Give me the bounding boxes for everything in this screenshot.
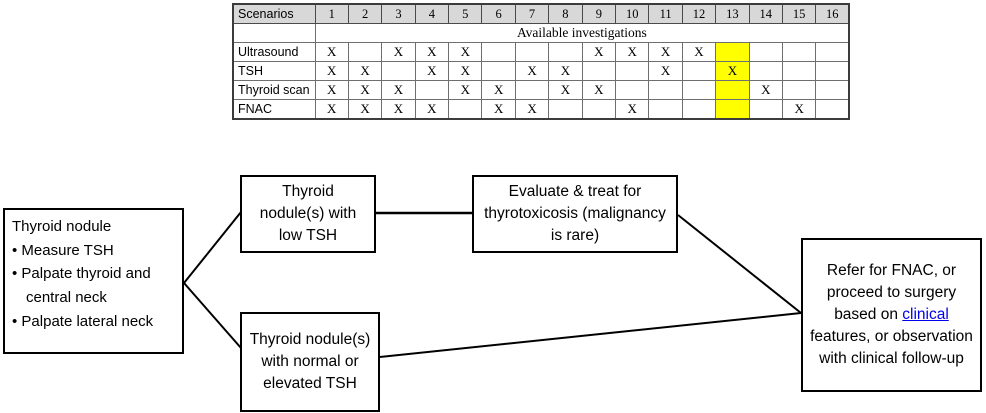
scenario-column-header: 2 [347,3,383,24]
investigation-label: Ultrasound [232,42,316,62]
box-text: Thyroid nodule(s) with low TSH [259,183,357,244]
connector-evaluate-to-refer [677,214,802,314]
scenario-cell [815,80,850,100]
scenario-column-header: 14 [748,3,783,24]
investigation-label: Thyroid scan [232,80,316,100]
clinical-link[interactable]: clinical [902,306,949,323]
bullet-item: • Palpate lateral neck [12,312,154,330]
box-text: Evaluate & treat for thyrotoxicosis (mal… [484,183,666,244]
scenario-column-header: 7 [514,3,550,24]
highlighted-scenario-cell: X [715,61,750,81]
bullet-item: • Palpate thyroid and central neck [12,265,151,307]
box-text: Thyroid nodule(s) with normal or elevate… [249,331,371,392]
scenario-cell: X [748,80,783,100]
scenario-column-header: 13 [715,3,750,24]
scenario-column-header: 15 [781,3,817,24]
box-text: Refer for FNAC, or proceed to surgery ba… [809,260,974,370]
box-title: Thyroid nodule [12,218,112,235]
highlighted-scenario-cell [715,42,750,62]
scenario-cell: X [514,99,550,120]
available-investigations-row: Available investigations [232,23,850,43]
scenario-column-header: 6 [481,3,516,24]
flowchart-box-thyroid-nodule: Thyroid nodule • Measure TSH • Palpate th… [3,208,184,354]
connector-left-to-lowtsh [183,211,242,284]
scenario-column-header: 16 [815,3,850,24]
table-corner-scenarios: Scenarios [232,3,316,24]
scenario-cell: X [448,80,483,100]
scenario-cell: X [381,80,416,100]
scenario-column-header: 11 [648,3,683,24]
connector-left-to-normaltsh [183,282,242,349]
investigation-label: FNAC [232,99,316,120]
scenario-column-header: 9 [581,3,617,24]
flowchart-box-low-tsh: Thyroid nodule(s) with low TSH [240,175,376,253]
refer-text-pre: Refer for FNAC, or proceed to surgery ba… [826,262,957,323]
bullet-item: • Measure TSH [12,241,114,259]
scenario-cell: X [481,99,516,120]
available-investigations-cell: Available investigations [314,23,850,43]
flowchart-box-evaluate-treat: Evaluate & treat for thyrotoxicosis (mal… [472,175,678,253]
scenario-cell [815,99,850,120]
flowchart-box-normal-elevated-tsh: Thyroid nodule(s) with normal or elevate… [240,312,380,412]
scenario-column-header: 10 [615,3,650,24]
bullet-list: • Measure TSH • Palpate thyroid and centr… [12,239,176,334]
highlighted-scenario-cell [715,80,750,100]
scenario-column-header: 12 [681,3,717,24]
scenario-column-header: 4 [414,3,450,24]
flowchart-box-refer-fnac: Refer for FNAC, or proceed to surgery ba… [801,238,982,392]
connector-normaltsh-to-refer [379,312,802,358]
highlighted-scenario-cell [715,99,750,120]
refer-text-post: features, or observation with clinical f… [810,328,973,367]
